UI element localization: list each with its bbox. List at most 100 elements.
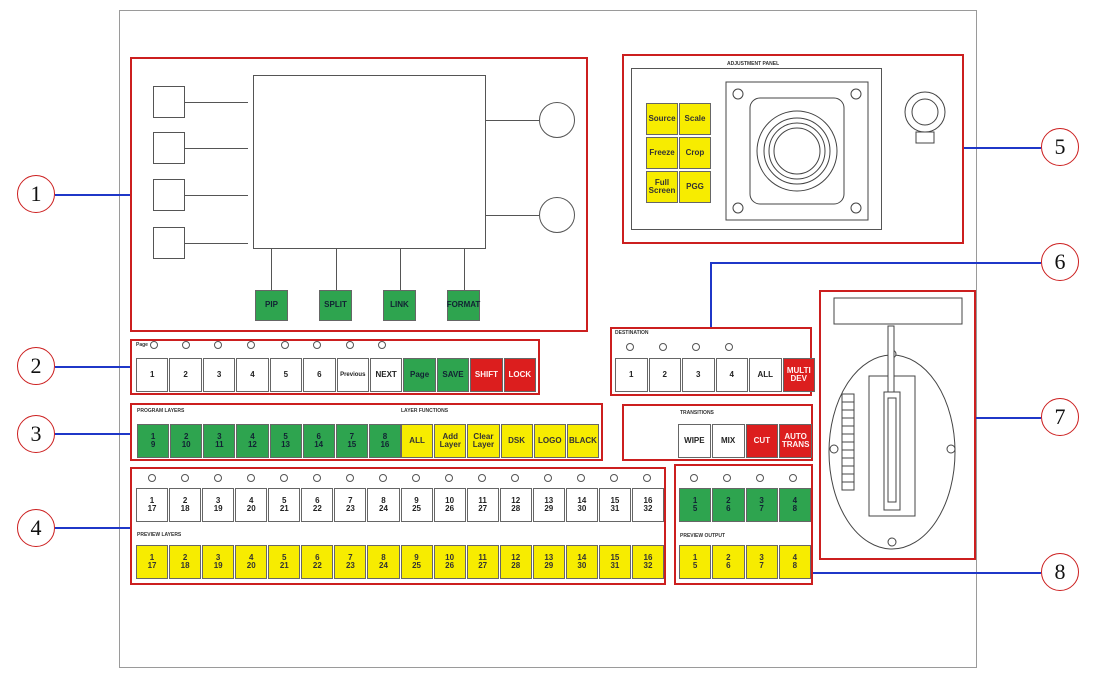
rotary-encoder[interactable]	[900, 88, 950, 148]
pip-button[interactable]: PIP	[255, 290, 288, 321]
source-button[interactable]: Source	[646, 103, 678, 135]
program-layer-1-button[interactable]: 1 9	[137, 424, 170, 458]
led	[412, 474, 420, 482]
input-14-button[interactable]: 14 30	[565, 488, 598, 522]
destination-2-button[interactable]: 2	[648, 358, 681, 392]
t-bar-fader[interactable]	[826, 294, 971, 554]
full-screen-button[interactable]: Full Screen	[646, 171, 678, 203]
page-2-button[interactable]: 2	[169, 358, 202, 392]
program-layer-5-button[interactable]: 5 13	[269, 424, 302, 458]
program-layer-7-button[interactable]: 7 15	[335, 424, 368, 458]
preview-output-4-button[interactable]: 4 8	[778, 545, 811, 579]
previous-button[interactable]: Previous	[336, 358, 369, 392]
program-output-2-button[interactable]: 2 6	[712, 488, 745, 522]
clear-layer-button[interactable]: Clear Layer	[467, 424, 500, 458]
side-soft-key-2[interactable]	[153, 132, 185, 164]
input-12-button[interactable]: 12 28	[499, 488, 532, 522]
input-1-button[interactable]: 1 17	[136, 488, 169, 522]
freeze-button[interactable]: Freeze	[646, 137, 678, 169]
led	[725, 343, 733, 351]
format-button[interactable]: FORMAT	[447, 290, 480, 321]
destination-1-button[interactable]: 1	[615, 358, 648, 392]
save-button[interactable]: SAVE	[436, 358, 470, 392]
all-layers-button[interactable]: ALL	[401, 424, 434, 458]
multi-dev-button[interactable]: MULTI DEV	[782, 358, 815, 392]
pgg-button[interactable]: PGG	[679, 171, 711, 203]
preview-output-3-button[interactable]: 3 7	[745, 545, 778, 579]
scale-button[interactable]: Scale	[679, 103, 711, 135]
program-layer-8-button[interactable]: 8 16	[368, 424, 401, 458]
preview-layer-14-button[interactable]: 14 30	[565, 545, 598, 579]
lock-button[interactable]: LOCK	[503, 358, 537, 392]
next-button[interactable]: NEXT	[369, 358, 403, 392]
page-5-button[interactable]: 5	[269, 358, 303, 392]
auto-trans-button[interactable]: AUTO TRANS	[779, 424, 812, 458]
preview-layer-2-button[interactable]: 2 18	[169, 545, 202, 579]
input-10-button[interactable]: 10 26	[433, 488, 466, 522]
input-11-button[interactable]: 11 27	[466, 488, 499, 522]
rotary-knob-2[interactable]	[539, 197, 575, 233]
link-button[interactable]: LINK	[383, 290, 416, 321]
page-button[interactable]: Page	[403, 358, 436, 392]
logo-button[interactable]: LOGO	[533, 424, 566, 458]
dsk-button[interactable]: DSK	[500, 424, 533, 458]
preview-layer-10-button[interactable]: 10 26	[433, 545, 466, 579]
layer-functions-label: LAYER FUNCTIONS	[401, 408, 449, 414]
joystick[interactable]	[724, 80, 870, 222]
add-layer-button[interactable]: Add Layer	[434, 424, 467, 458]
preview-layer-5-button[interactable]: 5 21	[268, 545, 301, 579]
preview-layer-8-button[interactable]: 8 24	[367, 545, 400, 579]
split-button[interactable]: SPLIT	[319, 290, 352, 321]
input-8-button[interactable]: 8 24	[367, 488, 400, 522]
input-2-button[interactable]: 2 18	[169, 488, 202, 522]
page-6-button[interactable]: 6	[303, 358, 336, 392]
mix-button[interactable]: MIX	[711, 424, 745, 458]
preview-layer-9-button[interactable]: 9 25	[400, 545, 433, 579]
program-layer-6-button[interactable]: 6 14	[302, 424, 335, 458]
wipe-button[interactable]: WIPE	[678, 424, 711, 458]
input-3-button[interactable]: 3 19	[202, 488, 235, 522]
preview-layer-16-button[interactable]: 16 32	[631, 545, 664, 579]
shift-button[interactable]: SHIFT	[470, 358, 503, 392]
input-6-button[interactable]: 6 22	[301, 488, 334, 522]
destination-3-button[interactable]: 3	[682, 358, 715, 392]
input-16-button[interactable]: 16 32	[631, 488, 664, 522]
page-4-button[interactable]: 4	[236, 358, 269, 392]
preview-layer-1-button[interactable]: 1 17	[136, 545, 169, 579]
preview-layer-3-button[interactable]: 3 19	[202, 545, 235, 579]
cut-button[interactable]: CUT	[745, 424, 779, 458]
preview-layer-15-button[interactable]: 15 31	[598, 545, 631, 579]
input-15-button[interactable]: 15 31	[598, 488, 631, 522]
side-soft-key-3[interactable]	[153, 179, 185, 211]
destination-all-button[interactable]: ALL	[749, 358, 782, 392]
input-5-button[interactable]: 5 21	[268, 488, 301, 522]
program-layer-3-button[interactable]: 3 11	[203, 424, 236, 458]
side-soft-key-4[interactable]	[153, 227, 185, 259]
program-layer-2-button[interactable]: 2 10	[170, 424, 203, 458]
preview-layer-7-button[interactable]: 7 23	[334, 545, 367, 579]
led	[577, 474, 585, 482]
preview-output-1-button[interactable]: 1 5	[679, 545, 712, 579]
page-1-button[interactable]: 1	[136, 358, 169, 392]
page-3-button[interactable]: 3	[202, 358, 236, 392]
program-output-1-button[interactable]: 1 5	[679, 488, 712, 522]
preview-layer-13-button[interactable]: 13 29	[532, 545, 565, 579]
rotary-knob-1[interactable]	[539, 102, 575, 138]
program-layer-4-button[interactable]: 4 12	[236, 424, 269, 458]
preview-layer-4-button[interactable]: 4 20	[235, 545, 268, 579]
preview-layer-6-button[interactable]: 6 22	[301, 545, 334, 579]
preview-layer-12-button[interactable]: 12 28	[499, 545, 532, 579]
program-output-4-button[interactable]: 4 8	[778, 488, 811, 522]
preview-output-2-button[interactable]: 2 6	[712, 545, 745, 579]
input-9-button[interactable]: 9 25	[400, 488, 433, 522]
input-7-button[interactable]: 7 23	[334, 488, 367, 522]
callout-5: 5	[1041, 128, 1079, 166]
black-button[interactable]: BLACK	[566, 424, 600, 458]
side-soft-key-1[interactable]	[153, 86, 185, 118]
crop-button[interactable]: Crop	[679, 137, 711, 169]
preview-layer-11-button[interactable]: 11 27	[466, 545, 499, 579]
input-4-button[interactable]: 4 20	[235, 488, 268, 522]
input-13-button[interactable]: 13 29	[532, 488, 565, 522]
program-output-3-button[interactable]: 3 7	[745, 488, 778, 522]
destination-4-button[interactable]: 4	[715, 358, 748, 392]
